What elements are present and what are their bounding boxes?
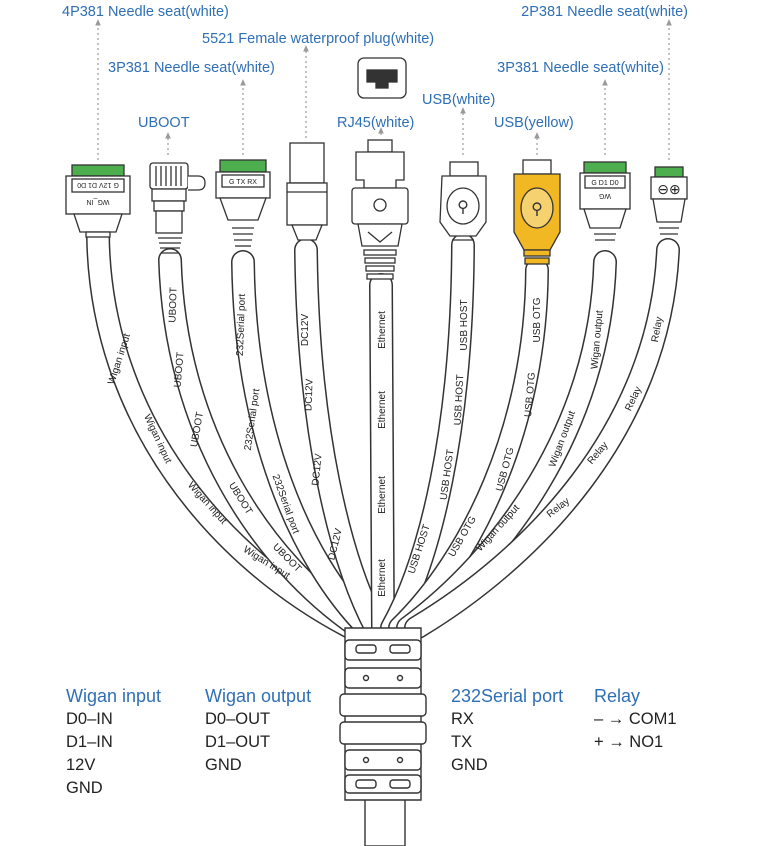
callout-2p-needle-seat: 2P381 Needle seat(white) [521, 4, 688, 20]
callout-usb-yellow: USB(yellow) [494, 115, 574, 131]
legend-item: RX [451, 710, 474, 728]
legend-title: Relay [594, 686, 641, 706]
legend-item: D0–OUT [205, 710, 271, 728]
legend-item: GND [205, 756, 242, 774]
wg-out-pin-labels: G D1 D0 [591, 180, 618, 187]
cable-label-usb-otg: USB OTG [532, 297, 543, 342]
legend-item: TX [451, 733, 473, 751]
usb-yellow-connector: ⚲ [513, 159, 561, 265]
legend-item: 12V [66, 756, 96, 774]
legend-serial-port: 232Serial port RX TX GND [451, 684, 563, 777]
callout-uboot: UBOOT [138, 115, 190, 131]
cable-label-relay: Relay [650, 316, 665, 343]
cable-label-wigan-output: Wigan output [589, 310, 605, 370]
usb-white-connector: ⚲ [439, 161, 487, 241]
legend-wigan-output: Wigan output D0–OUT D1–OUT GND [205, 684, 311, 777]
serial-connector: G TX RX [215, 159, 271, 247]
dc12v-connector [286, 142, 328, 241]
callout-4p-needle-seat: 4P381 Needle seat(white) [62, 4, 229, 20]
legend-item: D1–OUT [205, 733, 271, 751]
cable-label-usb-host: USB HOST [453, 374, 467, 426]
cable-label-ethernet: Ethernet [377, 311, 388, 349]
callout-usb-white: USB(white) [422, 92, 495, 108]
relay-connector: ⊖⊕ [650, 166, 688, 235]
callout-waterproof-plug: 5521 Female waterproof plug(white) [202, 31, 434, 47]
wg-in-name: WG_IN [87, 198, 110, 205]
cable-label-dc12v: DC12V [310, 453, 324, 487]
wg-out-connector: G D1 D0 WG [579, 161, 631, 241]
cables [86, 223, 680, 640]
callout-3p-needle-seat-left: 3P381 Needle seat(white) [108, 60, 275, 76]
cable-label-dc12v: DC12V [303, 378, 315, 411]
cable-label-serial: 232Serial port [235, 293, 248, 356]
callout-lines [95, 19, 672, 160]
usb-symbol-icon: ⚲ [531, 201, 543, 218]
wg-in-connector: G 12V D1 D0 WG_IN [65, 164, 131, 238]
relay-terminal-icons: ⊖⊕ [657, 181, 680, 197]
usb-symbol-icon: ⚲ [457, 199, 469, 216]
legend-item: D1–IN [66, 733, 113, 751]
callout-rj45: RJ45(white) [337, 115, 414, 131]
cable-label-dc12v: DC12V [300, 314, 311, 347]
cable-label-usb-otg: USB OTG [523, 372, 538, 418]
cable-label-uboot: UBOOT [167, 287, 179, 323]
legend-wigan-input: Wigan input D0–IN D1–IN 12V GND [66, 684, 161, 800]
rj45-connector [351, 139, 409, 280]
legend-item: – → COM1 [594, 710, 677, 728]
uboot-connector [149, 162, 206, 254]
callouts: 4P381 Needle seat(white) 2P381 Needle se… [62, 4, 688, 131]
serial-pin-labels: G TX RX [229, 179, 257, 186]
cable-label-usb-host: USB HOST [459, 299, 470, 350]
legend-relay: Relay – → COM1 + → NO1 [594, 684, 677, 754]
cable-label-ethernet: Ethernet [377, 391, 388, 429]
legend-item: GND [66, 779, 103, 797]
legend-title: Wigan input [66, 686, 162, 706]
legend-item: D0–IN [66, 710, 113, 728]
bundle-housing [339, 627, 427, 846]
legend-title: Wigan output [205, 686, 312, 706]
legend-item: + → NO1 [594, 733, 664, 751]
wg-in-pin-labels: G 12V D1 D0 [77, 181, 119, 188]
cable-label-ethernet: Ethernet [377, 559, 388, 597]
cable-label-ethernet: Ethernet [377, 476, 388, 514]
cable-label-uboot: UBOOT [172, 352, 186, 388]
rj45-port-icon [357, 57, 407, 99]
wg-out-name: WG [599, 192, 611, 199]
legend-item: GND [451, 756, 488, 774]
callout-3p-needle-seat-right: 3P381 Needle seat(white) [497, 60, 664, 76]
legend-title: 232Serial port [451, 686, 564, 706]
